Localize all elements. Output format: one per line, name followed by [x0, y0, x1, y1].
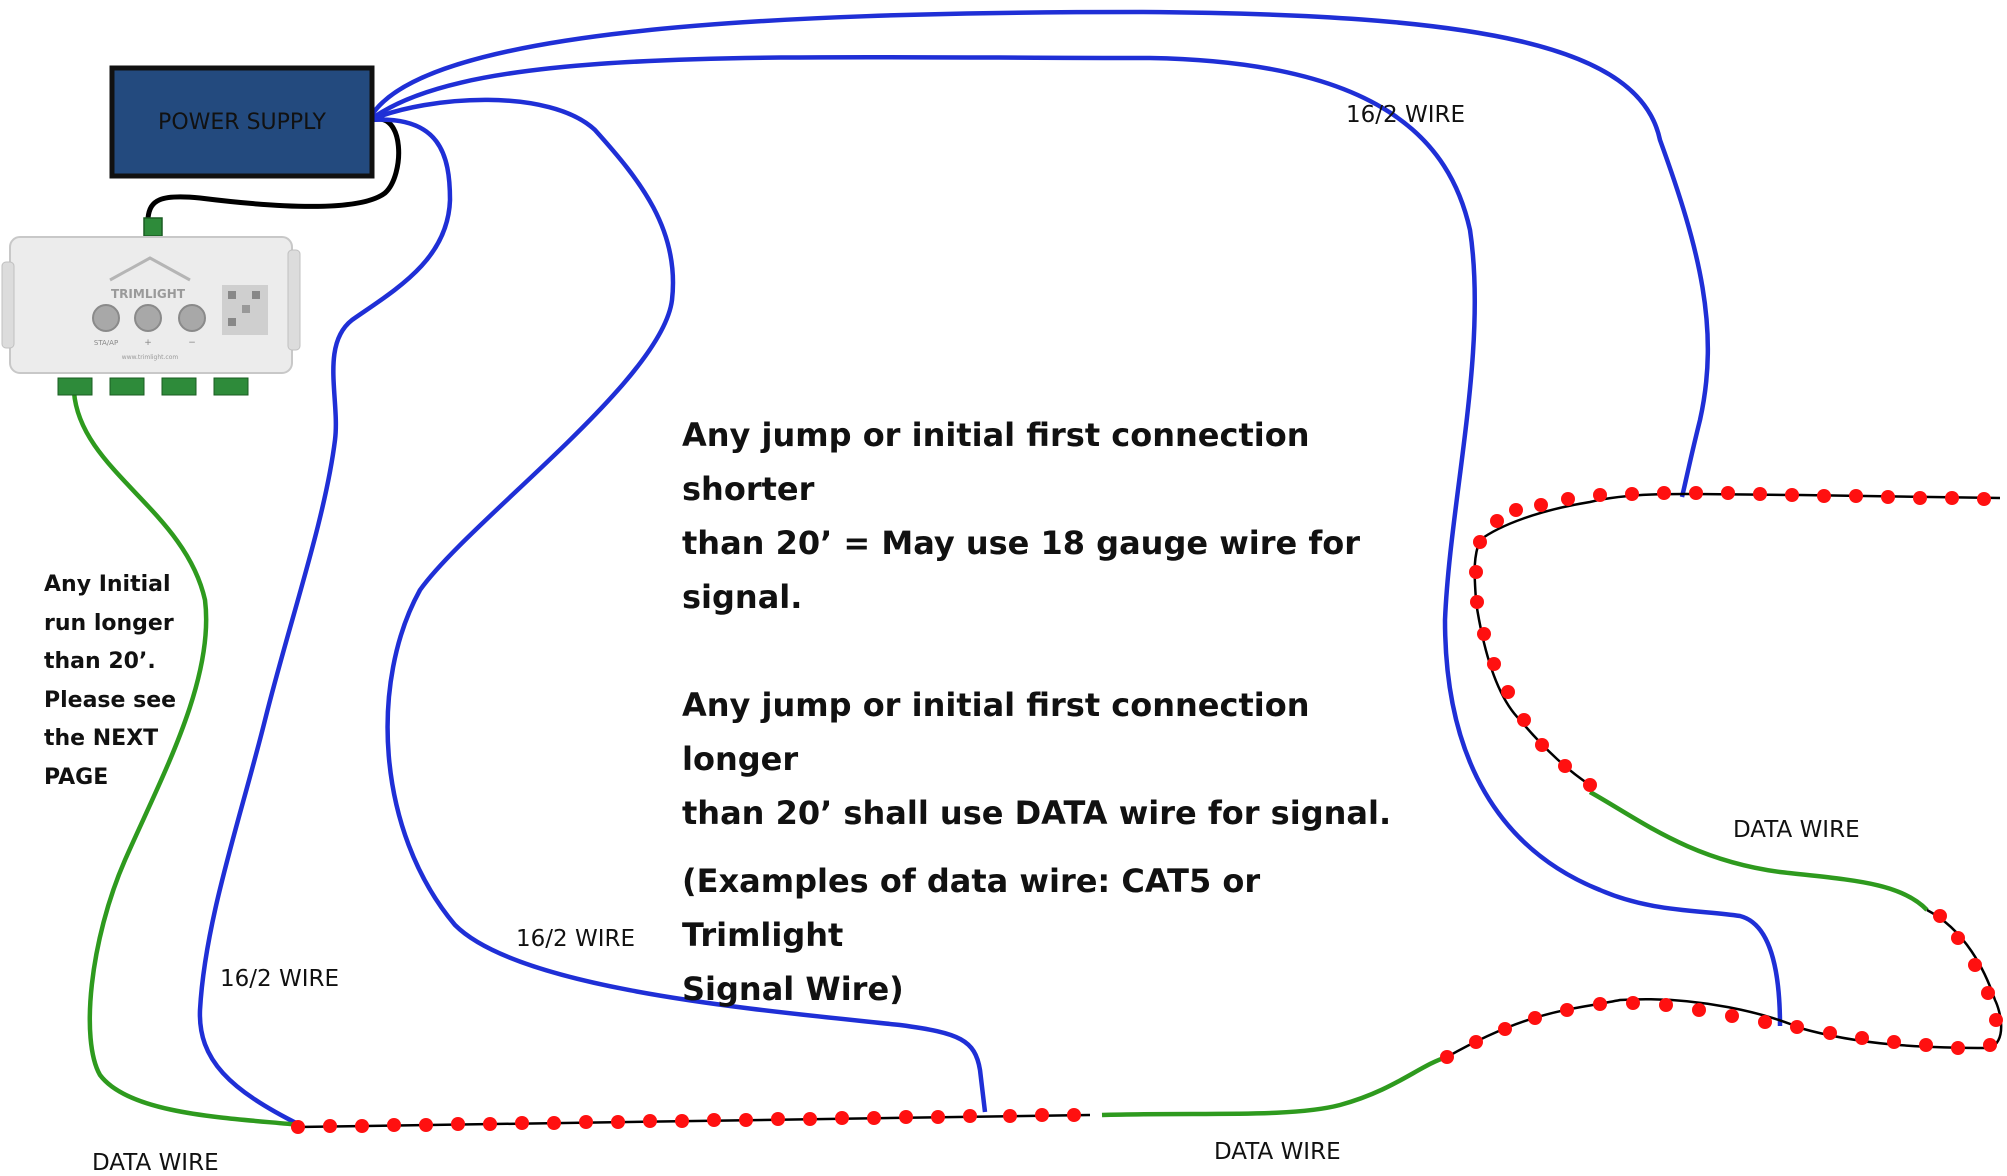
data-wire-right — [1588, 790, 1929, 912]
note-line-1: Any jump or initial first connection sho… — [682, 416, 1310, 508]
power-wire-top-right — [368, 9, 1711, 498]
initial-run-note-line: run longer — [44, 610, 174, 636]
data-wire-label-bottom-middle: DATA WIRE — [1214, 1139, 1341, 1165]
power-wire-left — [197, 117, 453, 1128]
wire-label-left: 16/2 WIRE — [220, 966, 339, 992]
controller-url-text: www.trimlight.com — [122, 354, 179, 361]
controller-button-label-3: − — [188, 338, 196, 348]
led-dots — [291, 486, 2003, 1134]
wire-gauge-note: Any jump or initial first connection sho… — [682, 408, 1402, 1016]
initial-run-note-line: than 20’. — [44, 649, 156, 674]
data-wires — [71, 391, 1929, 1128]
power-wires — [197, 9, 1783, 1128]
data-wire-bottom-middle — [1101, 1054, 1448, 1118]
initial-run-note-line: the NEXT — [44, 726, 159, 751]
strip-line-upper-right — [1473, 492, 2001, 787]
power-supply-box — [109, 65, 375, 179]
controller-button-label-2: + — [144, 338, 152, 348]
note-line-2: than 20’ = May use 18 gauge wire for — [682, 524, 1361, 562]
initial-run-note-line: Any Initial — [44, 572, 171, 597]
note-line-6: (Examples of data wire: CAT5 or Trimligh… — [682, 862, 1261, 954]
power-wire-middle — [369, 97, 988, 1113]
initial-run-note-line: PAGE — [44, 764, 109, 790]
initial-run-note-line: Please see — [44, 687, 177, 713]
black-lead-to-controller — [145, 116, 402, 219]
power-supply-label: POWER SUPPLY — [158, 109, 326, 135]
note-line-5: than 20’ shall use DATA wire for signal. — [682, 794, 1392, 832]
wire-label-top-right: 16/2 WIRE — [1346, 102, 1465, 128]
note-line-3: signal. — [682, 578, 803, 616]
note-line-4: Any jump or initial first connection lon… — [682, 686, 1310, 778]
controller-button-label-1: STA/AP — [94, 339, 118, 347]
data-wire-label-bottom-left: DATA WIRE — [92, 1150, 219, 1176]
note-line-7: Signal Wire) — [682, 970, 904, 1008]
initial-run-note: Any Initial run longer than 20’. Please … — [44, 566, 194, 797]
wire-label-middle: 16/2 WIRE — [516, 926, 635, 952]
power-wire-long-loop — [368, 54, 1783, 1027]
data-wire-controller-to-strip — [71, 391, 301, 1128]
strip-line-lower-right — [1446, 908, 2003, 1059]
data-wire-label-right: DATA WIRE — [1733, 817, 1860, 843]
controller-device — [1, 217, 301, 396]
controller-brand-text: TRIMLIGHT — [111, 287, 186, 301]
